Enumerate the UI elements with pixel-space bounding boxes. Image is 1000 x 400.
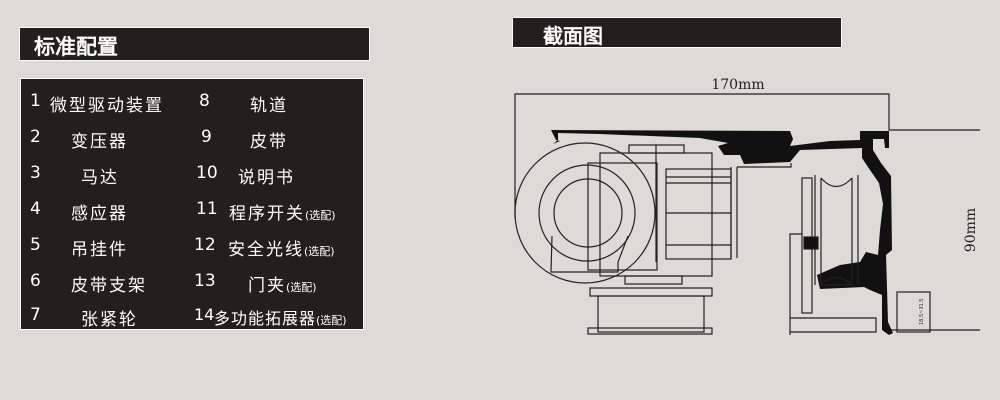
optional-tag: (选配) (316, 314, 347, 327)
item-label: 吊挂件 (71, 240, 128, 260)
item-number: 2 (30, 127, 41, 147)
item-label: 微型驱动装置 (50, 96, 164, 116)
cross-section-title: 截面图 (512, 17, 842, 48)
item-label-text: 多功能拓展器 (214, 309, 317, 328)
pulley-base (587, 327, 713, 335)
config-list: 1 微型驱动装置 2 变压器 3 马达 4 感应器 5 吊挂件 6 皮带支架 7 张紧轮 8 轨… (20, 78, 364, 330)
clamp-range-box (896, 291, 931, 333)
standard-config-title: 标准配置 (19, 27, 370, 61)
item-number: 7 (30, 305, 41, 325)
pulley-flange (589, 287, 713, 297)
pulley (597, 295, 705, 333)
gearbox (587, 162, 658, 271)
item-number: 5 (30, 235, 41, 255)
item-number: 13 (194, 271, 216, 291)
optional-tag: (选配) (286, 281, 317, 294)
item-label-text: 程序开关 (229, 204, 305, 224)
item-label: 说明书 (238, 168, 295, 188)
item-label: 变压器 (71, 132, 128, 152)
item-label: 感应器 (71, 204, 128, 224)
motor-mount (550, 235, 629, 273)
item-label: 轨道 (250, 96, 288, 116)
item-number: 10 (196, 163, 218, 183)
rail-profile (551, 130, 893, 335)
pulley-cap (624, 275, 683, 285)
height-dimension: 90mm (963, 208, 979, 252)
item-label: 张紧轮 (81, 310, 138, 330)
cross-section-title-text: 截面图 (543, 24, 603, 48)
item-number: 6 (30, 271, 41, 291)
item-number: 9 (201, 127, 212, 147)
item-label: 皮带 (250, 132, 288, 152)
optional-tag: (选配) (304, 245, 335, 258)
item-number: 8 (199, 91, 210, 111)
item-label: 皮带支架 (71, 276, 147, 296)
clamp-range-label: 18.5~31.5 (919, 299, 925, 325)
item-number: 4 (30, 199, 41, 219)
motor-housing (514, 142, 656, 284)
item-number: 14 (194, 305, 215, 324)
item-label: 门夹(选配) (248, 271, 317, 296)
item-label-text: 安全光线 (228, 240, 304, 260)
trolley-wheel (814, 175, 859, 285)
item-label: 程序开关(选配) (229, 199, 336, 224)
drive-lines (666, 163, 792, 258)
motor-ring (538, 164, 636, 262)
belt-clip (803, 236, 819, 250)
item-label-text: 门夹 (248, 276, 286, 296)
optional-tag: (选配) (305, 209, 336, 222)
standard-config-title-text: 标准配置 (34, 35, 118, 59)
wheel-contact (818, 276, 854, 286)
item-number: 1 (30, 91, 41, 111)
item-number: 11 (196, 199, 218, 219)
width-dimension: 170mm (711, 77, 764, 93)
door-clamp (789, 233, 877, 335)
item-label: 马达 (81, 168, 119, 188)
dimension-lines (514, 93, 980, 331)
item-number: 3 (30, 163, 41, 183)
item-label: 多功能拓展器(选配) (214, 305, 347, 329)
item-label: 安全光线(选配) (228, 235, 335, 260)
item-number: 12 (194, 235, 216, 255)
